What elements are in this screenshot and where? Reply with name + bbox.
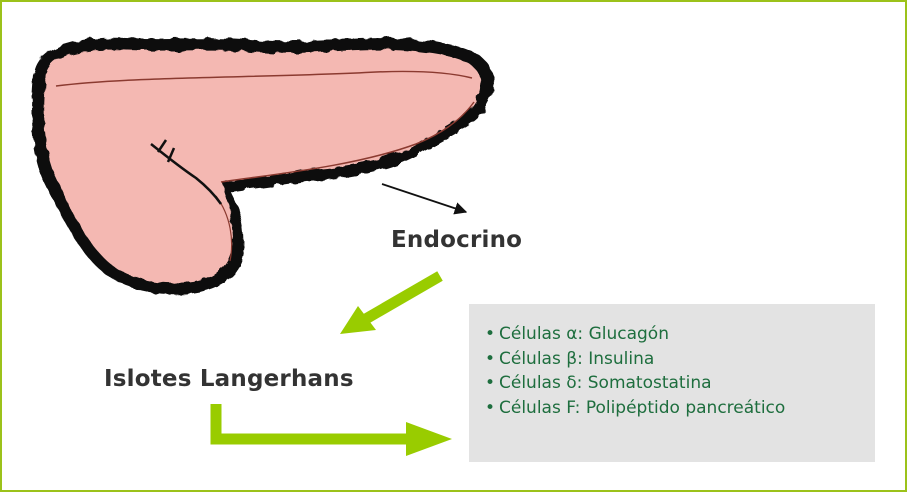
- list-item: •Células α: Glucagón: [485, 322, 875, 347]
- cell-types-list: •Células α: Glucagón •Células β: Insulin…: [469, 304, 875, 420]
- cell-types-box: •Células α: Glucagón •Células β: Insulin…: [469, 304, 875, 462]
- list-item-text: Células δ: Somatostatina: [499, 373, 712, 393]
- label-endocrino: Endocrino: [391, 227, 522, 253]
- label-islotes-langerhans: Islotes Langerhans: [104, 366, 354, 392]
- bullet-icon: •: [485, 347, 499, 372]
- list-item-text: Células α: Glucagón: [499, 324, 669, 344]
- green-arrow-elbow: [216, 404, 452, 456]
- list-item-text: Células β: Insulina: [499, 349, 654, 369]
- list-item: •Células F: Polipéptido pancreático: [485, 396, 875, 421]
- list-item: •Células β: Insulina: [485, 347, 875, 372]
- pointer-arrow: [382, 184, 466, 212]
- bullet-icon: •: [485, 396, 499, 421]
- bullet-icon: •: [485, 371, 499, 396]
- list-item-text: Células F: Polipéptido pancreático: [499, 398, 785, 418]
- green-arrow-diagonal: [340, 276, 440, 334]
- list-item: •Células δ: Somatostatina: [485, 371, 875, 396]
- bullet-icon: •: [485, 322, 499, 347]
